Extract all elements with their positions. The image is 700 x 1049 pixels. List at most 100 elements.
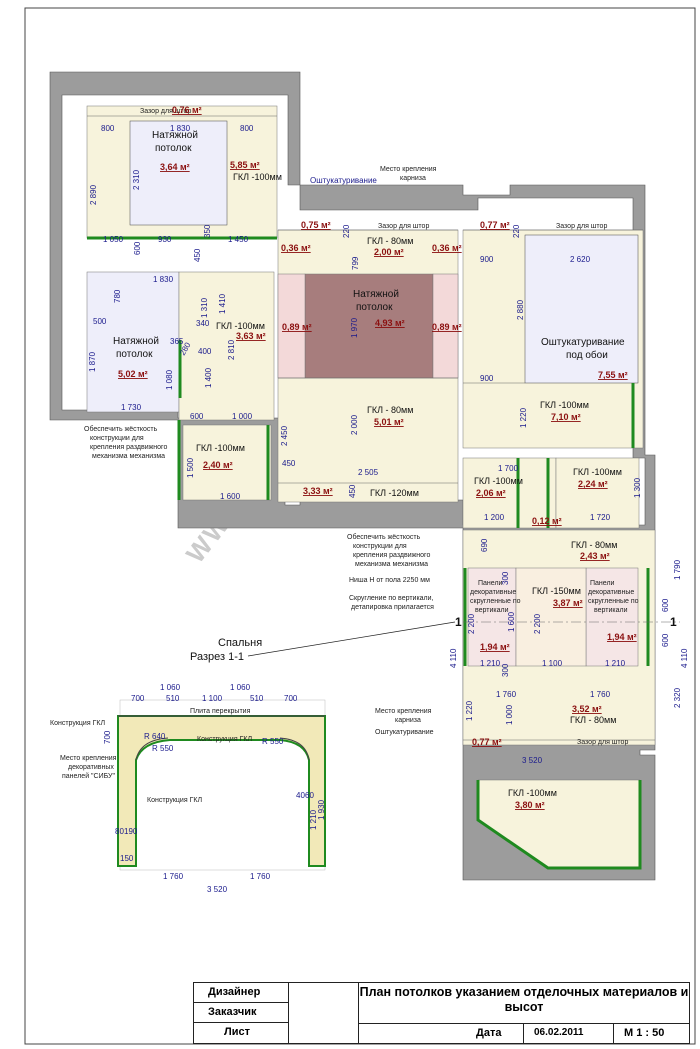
dim-800a: 800 [101,124,115,133]
dim-1600b: 1 600 [507,611,516,632]
dim-1210b: 1 210 [605,659,626,668]
dim-500: 500 [93,317,107,326]
gkl100-7: ГКЛ -100мм [508,788,557,798]
dim-3520a: 3 520 [522,756,543,765]
gkl100-3: ГКЛ -100мм [196,443,245,453]
area-206: 2,06 м² [476,488,506,498]
area-240: 2,40 м² [203,460,233,470]
area-194a: 1,94 м² [480,642,510,652]
room-hall-left [178,271,275,421]
area-077a: 0,77 м² [480,220,510,230]
s-1060a: 1 060 [160,683,181,692]
gkl150: ГКЛ -150мм [532,586,581,596]
signature-area [289,983,359,1043]
area-089a: 0,89 м² [282,322,312,332]
dim-1790: 1 790 [673,559,682,580]
sheet-label: Лист [194,1023,289,1043]
s-1100: 1 100 [202,694,223,703]
rigidity-l1: Обеспечить жёсткость [84,425,158,433]
panels-r4: вертикали [594,607,628,614]
dim-2320: 2 320 [673,687,682,708]
room-corridor [182,424,272,501]
stretch-top-left [129,120,228,226]
section-mark-b: 1 [670,615,677,629]
stretch-2a: Натяжной [113,336,159,347]
dim-300a: 300 [501,571,510,585]
gkl100-1: ГКЛ -100мм [233,172,282,182]
area-755: 7,55 м² [598,370,628,380]
area-333: 3,33 м² [303,486,333,496]
s-3520: 3 520 [207,885,228,894]
plaster-wp-2: под обои [566,349,608,361]
side-right [432,273,459,379]
dim-2200a: 2 200 [467,613,476,634]
rigidity-m4: механизма механизма [355,561,428,568]
stretch-2b: потолок [116,349,153,360]
dim-1220a: 1 220 [519,407,528,428]
dim-340: 340 [196,319,210,328]
dim-1310: 1 310 [200,297,209,318]
dim-4110a: 4 110 [449,648,458,668]
area-380: 3,80 м² [515,800,545,810]
rigidity-m3: крепления раздвижного [353,552,430,559]
s-60: 60 [305,791,314,800]
area-200: 2,00 м² [374,247,404,257]
s-R550b: R 550 [262,737,284,746]
panels-l1: Панели [478,580,503,587]
interior-lines [87,115,680,741]
dim-1210a: 1 210 [480,659,501,668]
rigidity-l4: механизма механизма [92,453,165,460]
dim-600d: 600 [661,633,670,647]
dim-1760b: 1 760 [590,690,611,699]
dim-2000a: 2 000 [350,414,359,435]
cornice-1a: Место крепления [380,166,437,173]
bedroom-label: Спальня [218,637,262,649]
dim-690a: 690 [480,538,489,552]
area-076: 0,76 м² [172,105,202,115]
curtain-gap-1: Зазор для штор [140,108,191,115]
area-224: 2,24 м² [578,479,608,489]
dim-900a: 900 [480,255,494,264]
dim-799: 799 [351,256,360,270]
gkl80-1: ГКЛ - 80мм [367,236,413,246]
dim-400: 400 [198,347,212,356]
niche-note: Ниша Н от пола 2250 мм [349,577,430,584]
drawing-title: План потолков указанием отделочных матер… [359,985,689,1014]
area-194b: 1,94 м² [607,632,637,642]
date-value: 06.02.2011 [524,1023,614,1043]
s-1060b: 1 060 [230,683,251,692]
sheet-frame [24,7,696,1045]
dim-1000b: 1 000 [505,704,514,725]
rigidity-m1: Обеспечить жёсткость [347,533,421,541]
gkl100-6: ГКЛ -100мм [573,467,622,477]
dim-2890: 2 890 [89,184,98,205]
panels-r1: Панели [590,580,615,587]
dim-300b: 300 [501,663,510,677]
panel-left [467,567,517,667]
s-510b: 510 [250,694,264,703]
s-R640: R 640 [144,732,166,741]
panels-l2: декоративные [470,589,516,596]
dim-2505: 2 505 [358,468,379,477]
dim-2620: 2 620 [570,255,591,264]
rigidity-l2: конструкции для [90,435,144,442]
area-364: 3,64 м² [160,162,190,172]
rigidity-m2: конструкции для [353,543,407,550]
dim-1600: 1 600 [220,492,241,501]
area-387: 3,87 м² [553,598,583,608]
s-R550a: R 550 [152,744,174,753]
rounding-2: детапировка прилагается [351,604,434,611]
section-mount-3: панелей "СИБУ" [62,772,115,780]
dim-1970: 1 970 [350,317,359,338]
area-036b: 0,36 м² [432,243,462,253]
section-label: Разрез 1-1 [190,651,244,663]
panel-right [585,567,639,667]
cornice-2a: Место крепления [375,708,432,715]
dim-2810: 2 810 [227,339,236,360]
dim-1500: 1 500 [186,457,195,478]
plaster-center [304,273,434,379]
dim-1730: 1 730 [121,403,142,412]
dim-220a: 220 [342,224,351,238]
dim-1050: 1 050 [103,235,124,244]
